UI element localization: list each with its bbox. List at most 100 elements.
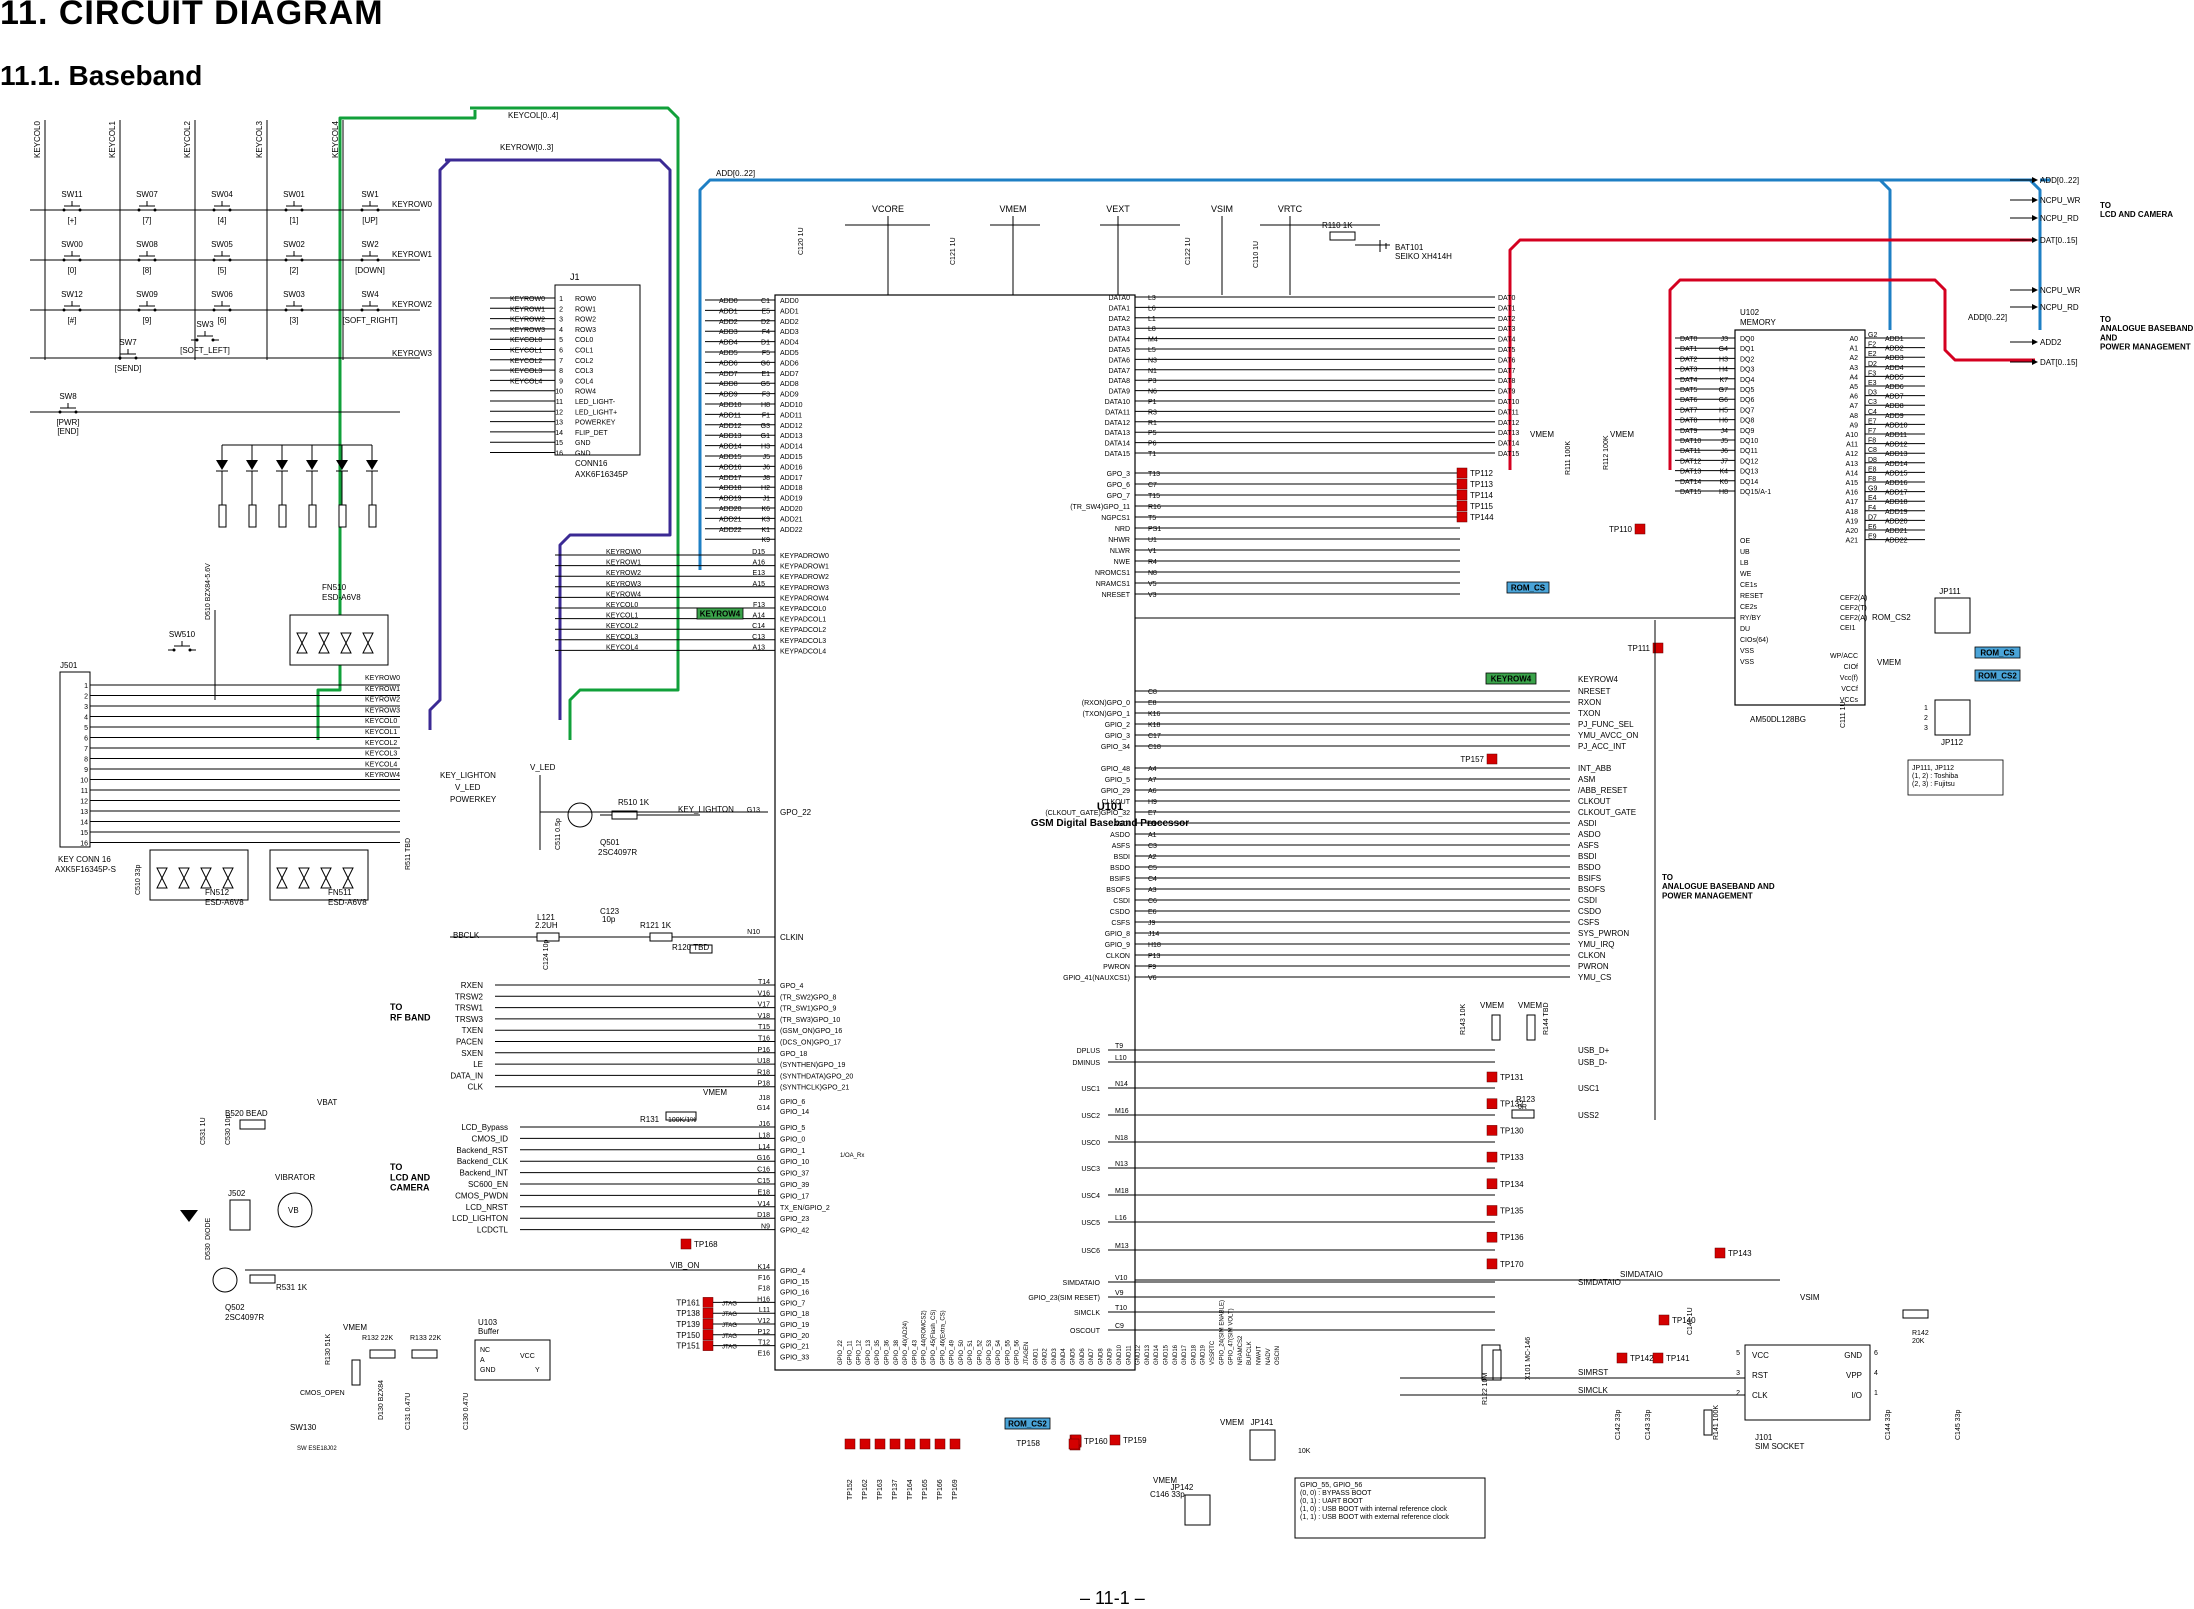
u102-dat-net: DAT2: [1680, 356, 1697, 363]
l121-val: 2.2UH: [535, 921, 558, 930]
u101-bottom-pin: GND4: [1061, 1348, 1067, 1365]
test-point-label: TP139: [676, 1320, 700, 1329]
u102-dat-net: DAT9: [1680, 428, 1697, 435]
u101-bottom-pin: GPIO_50: [959, 1339, 965, 1365]
jp141-label: JP141: [1251, 1418, 1274, 1427]
simclk-label: SIMCLK: [1578, 1386, 1608, 1395]
test-point-pad: [1652, 642, 1664, 654]
u101-data-net: DAT3: [1498, 326, 1515, 333]
u102-pin: G2: [1868, 332, 1877, 339]
u102-add-net: ADD11: [1885, 432, 1907, 439]
q501-transistor: [567, 802, 593, 828]
bottom-tp-label: TP152: [847, 1479, 854, 1500]
u101-pin: P6: [1148, 441, 1157, 448]
u101-pin: P5: [1148, 430, 1157, 437]
test-point-pad: [1486, 1151, 1498, 1163]
test-point-label: TP134: [1500, 1180, 1524, 1189]
resistor: [649, 932, 673, 942]
r142-label: R142: [1912, 1330, 1929, 1337]
u101-pin: F9: [1148, 964, 1156, 971]
r132-label: R132 22K: [362, 1335, 393, 1342]
test-point-label: TP114: [1470, 491, 1494, 500]
u102-ctrl-pin: RY/BY: [1740, 615, 1761, 622]
test-point-label: TP151: [676, 1342, 700, 1351]
u101-pin-name: ADD4: [780, 340, 799, 347]
u102-dat-net: DAT0: [1680, 336, 1697, 343]
u101-pin: M16: [1115, 1108, 1129, 1115]
u101-pin: A2: [1148, 854, 1157, 861]
u102-ctrl-pin: VCCf: [1841, 686, 1858, 693]
test-point-pad: [680, 1238, 692, 1250]
u103-pin: NC: [480, 1347, 490, 1354]
u103-pin: A: [480, 1357, 485, 1364]
u101-pin-name: GPIO_33: [780, 1354, 809, 1361]
u101-pin-name: GPIO_18: [780, 1311, 809, 1318]
u101-pin: N14: [1115, 1081, 1128, 1088]
power-rail-label: VRTC: [1278, 204, 1303, 214]
u102-pin: J3: [1721, 336, 1729, 343]
u101-pin-name: (SYNTHDATA)GPO_20: [780, 1073, 853, 1080]
j1-pin-number: 8: [559, 368, 563, 375]
u101-right-net: CSDI: [1578, 896, 1597, 905]
d510-label: D510 BZX84-5.6V: [205, 563, 212, 620]
test-point-pad: [1456, 511, 1468, 523]
arrow-head: [2032, 304, 2038, 310]
u101-pin: V10: [1115, 1275, 1128, 1282]
arrow-head: [2032, 339, 2038, 345]
u101-pin-name: DATA3: [1108, 326, 1130, 333]
d530-val: DIODE: [205, 1218, 212, 1241]
u101-pin: N10: [747, 929, 760, 936]
u102-pin: D8: [1868, 457, 1877, 464]
switch-key-label: [0]: [68, 266, 77, 275]
u102-ref: U102: [1740, 308, 1760, 317]
u101-bottom-pin: GND16: [1173, 1344, 1179, 1365]
b520-label: B520 BEAD: [225, 1109, 268, 1118]
u101-pin-name: GPIO_9: [1105, 942, 1130, 949]
u102-pin: F2: [1868, 342, 1876, 349]
resistor: [239, 1119, 266, 1130]
u101-pin-name: CLKIN: [780, 933, 804, 942]
r141-label: R141 100K: [1713, 1405, 1720, 1440]
u101-pin-name: NGPCS1: [1101, 515, 1130, 522]
u101-usb-net: SIMDATAIO: [1578, 1278, 1621, 1287]
u101-pin: J14: [1148, 931, 1159, 938]
tvs-diode: [200, 876, 212, 889]
u101-pin-name: GPIO_21: [780, 1344, 809, 1351]
test-point-pad: [1714, 1247, 1726, 1259]
u102-pin-name: DQ4: [1740, 377, 1755, 384]
u101-pin: V1: [1148, 548, 1157, 555]
j501-pin-number: 6: [84, 736, 88, 743]
u101-rf-net: CLK: [467, 1083, 483, 1092]
u101-pin: C5: [1148, 865, 1157, 872]
u101-pin-name: DATA4: [1108, 337, 1130, 344]
u101-pin-name: DMINUS: [1072, 1060, 1100, 1067]
u101-lcd-net: LCDCTL: [477, 1226, 509, 1235]
u101-pin: H3: [761, 444, 770, 451]
test-point-pad: [844, 1438, 856, 1450]
test-point-pad: [702, 1297, 714, 1308]
u101-rf-net: LE: [473, 1060, 483, 1069]
cmos-open-label: CMOS_OPEN: [300, 1390, 345, 1397]
j1-pin-number: 2: [559, 306, 563, 313]
tvs-diode: [296, 632, 308, 645]
u102-add-net: ADD15: [1885, 470, 1908, 477]
u101-pin-name: GPIO_19: [780, 1322, 809, 1329]
u102-add-net: ADD22: [1885, 538, 1908, 545]
u101-pin: D18: [757, 1212, 770, 1219]
u102-pin: K6: [1719, 479, 1728, 486]
switch-ref: SW11: [61, 190, 83, 199]
u101-pin: N3: [1148, 357, 1157, 364]
u101-rf-net: SXEN: [461, 1049, 483, 1058]
u101-data-net: DAT0: [1498, 295, 1515, 302]
u101-pin-name: GPIO_23(SIM RESET): [1028, 1295, 1100, 1302]
r123-label: R123: [1516, 1095, 1536, 1104]
net-tag-label: KEYROW4: [700, 610, 741, 619]
u101-bottom-pin: GPIO_47(SIM VOLT): [1229, 1308, 1235, 1365]
u101-pin-name: KEYPADROW2: [780, 574, 829, 581]
u101-data-net: DAT12: [1498, 420, 1519, 427]
vibrator-label: VB: [288, 1206, 299, 1215]
u101-pin-name: NHWR: [1108, 537, 1130, 544]
j501-net-label: V_LED: [455, 783, 481, 792]
test-point-pad: [1456, 500, 1468, 512]
switch-ref: SW09: [136, 290, 158, 299]
